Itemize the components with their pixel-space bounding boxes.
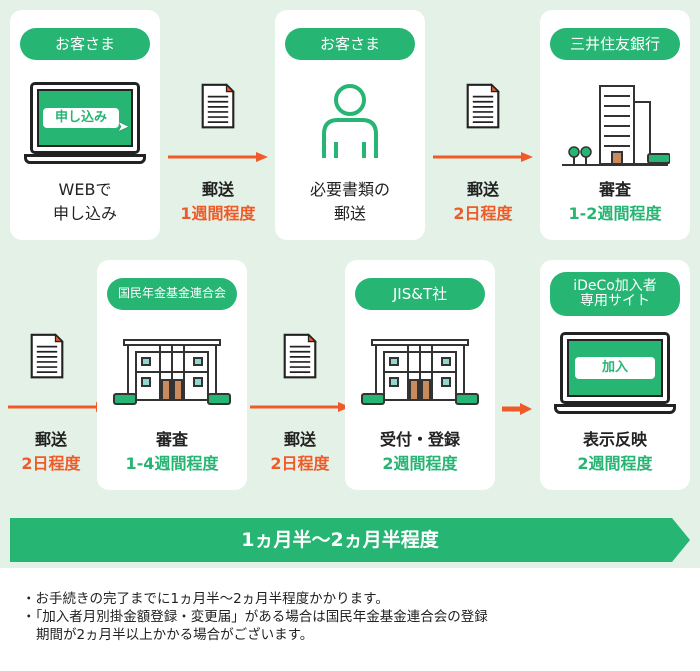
mailing-4: 郵送 2日程度 bbox=[245, 260, 355, 490]
mailing-duration: 1週間程度 bbox=[180, 204, 256, 223]
step-web-application: お客さま 申し込み➤ WEBで 申し込み bbox=[10, 10, 160, 240]
mailing-label: 郵送 bbox=[466, 180, 499, 199]
document-icon bbox=[466, 82, 500, 130]
mailing-1: 郵送 1週間程度 bbox=[163, 10, 273, 240]
actor-label-line1: iDeCo加入者 bbox=[573, 277, 657, 294]
step-title: 表示反映 bbox=[582, 430, 647, 449]
step-title-line2: 郵送 bbox=[333, 204, 366, 223]
step-site-reflection: iDeCo加入者専用サイト 加入 表示反映 2週間程度 bbox=[540, 260, 690, 490]
bank-building-icon bbox=[540, 82, 690, 168]
total-duration: 1ヵ月半〜2ヵ月半程度 bbox=[241, 529, 439, 551]
step-title: 必要書類の bbox=[309, 180, 390, 199]
step-title: 審査 bbox=[155, 430, 188, 449]
apply-screen-button: 申し込み bbox=[43, 108, 119, 128]
document-icon bbox=[283, 332, 317, 380]
actor-label-line2: 専用サイト bbox=[580, 293, 650, 309]
mailing-duration: 2日程度 bbox=[453, 204, 513, 223]
step-duration: 2週間程度 bbox=[577, 454, 653, 473]
actor-label: iDeCo加入者専用サイト bbox=[550, 272, 680, 316]
arrow-right-icon bbox=[8, 402, 108, 412]
document-icon bbox=[30, 332, 64, 380]
cursor-icon: ➤ bbox=[117, 119, 129, 135]
actor-label: JIS&T社 bbox=[355, 278, 485, 310]
step-federation-review: 国民年金基金連合会 審査 1-4週間程度 bbox=[97, 260, 247, 490]
step-title-line2: 申し込み bbox=[52, 204, 117, 223]
join-screen-button: 加入 bbox=[575, 357, 655, 379]
building-icon bbox=[345, 336, 495, 408]
note-item: ・お手続きの完了までに1ヵ月半〜2ヵ月半程度かかります。 bbox=[22, 591, 389, 607]
arrow-right-icon bbox=[168, 152, 268, 162]
step-registration: JIS&T社 受付・登録 2週間程度 bbox=[345, 260, 495, 490]
step-duration: 1-4週間程度 bbox=[125, 454, 219, 473]
document-icon bbox=[201, 82, 235, 130]
arrow-right-icon bbox=[250, 402, 350, 412]
actor-label: お客さま bbox=[20, 28, 150, 60]
laptop-icon: 加入 bbox=[540, 332, 690, 416]
arrow-right-icon bbox=[502, 403, 532, 415]
mailing-2: 郵送 2日程度 bbox=[428, 10, 538, 240]
mailing-3: 郵送 2日程度 bbox=[0, 260, 108, 490]
total-duration-banner: 1ヵ月半〜2ヵ月半程度 bbox=[10, 518, 690, 562]
actor-label: 国民年金基金連合会 bbox=[107, 278, 237, 310]
mailing-label: 郵送 bbox=[34, 430, 67, 449]
step-send-documents: お客さま 必要書類の 郵送 bbox=[275, 10, 425, 240]
mailing-label: 郵送 bbox=[283, 430, 316, 449]
step-title: 審査 bbox=[598, 180, 631, 199]
notes: ・お手続きの完了までに1ヵ月半〜2ヵ月半程度かかります。 ・「加入者月別掛金額登… bbox=[0, 568, 700, 671]
actor-label: 三井住友銀行 bbox=[550, 28, 680, 60]
building-icon bbox=[97, 336, 247, 408]
note-item: ・「加入者月別掛金額登録・変更届」がある場合は国民年金基金連合会の登録期間が2ヵ… bbox=[22, 609, 488, 643]
step-duration: 1-2週間程度 bbox=[568, 204, 662, 223]
mailing-label: 郵送 bbox=[201, 180, 234, 199]
person-icon bbox=[275, 82, 425, 166]
laptop-icon: 申し込み➤ bbox=[10, 82, 160, 166]
mailing-duration: 2日程度 bbox=[270, 454, 330, 473]
mailing-duration: 2日程度 bbox=[21, 454, 81, 473]
arrow-right-icon bbox=[433, 152, 533, 162]
step-bank-review: 三井住友銀行 審査 1-2週間程度 bbox=[540, 10, 690, 240]
step-title: 受付・登録 bbox=[379, 430, 460, 449]
step-title: WEBで bbox=[58, 180, 112, 199]
banner-arrow-shape bbox=[10, 518, 690, 562]
step-duration: 2週間程度 bbox=[382, 454, 458, 473]
actor-label: お客さま bbox=[285, 28, 415, 60]
